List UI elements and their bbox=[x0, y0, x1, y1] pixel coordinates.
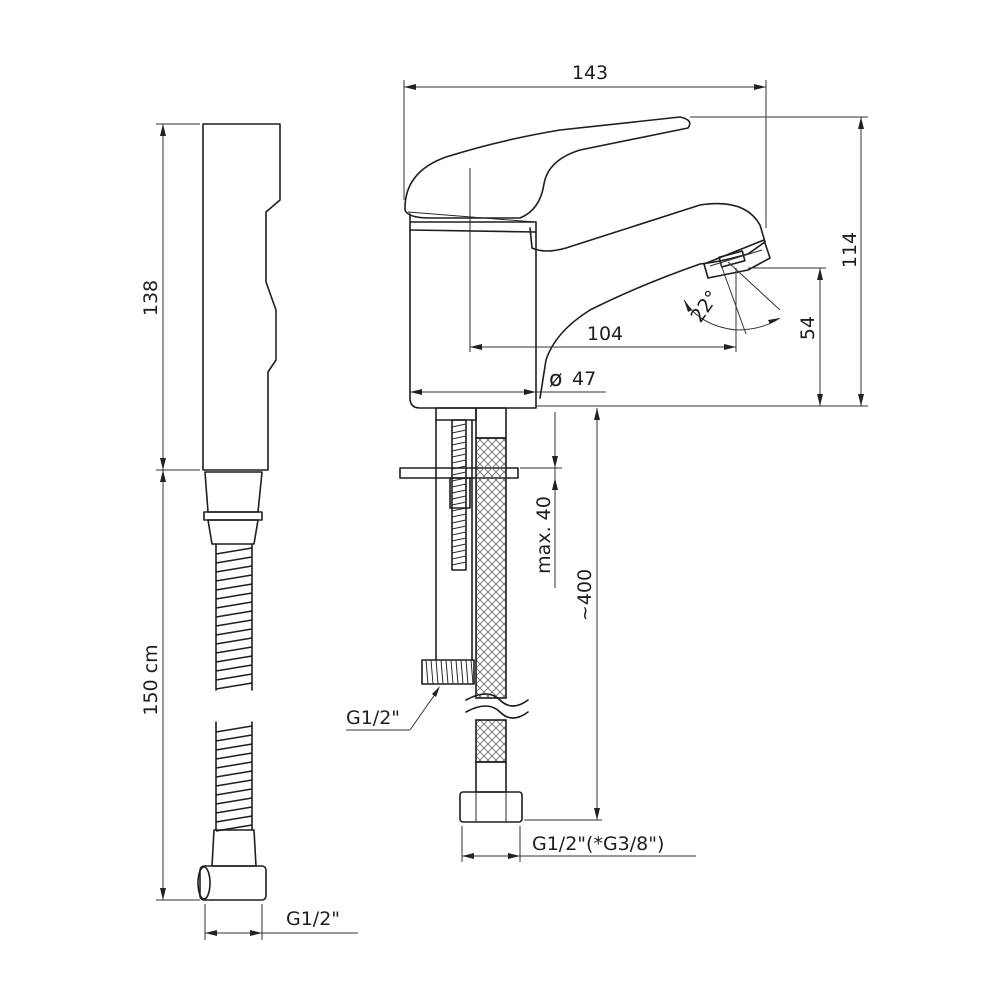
spout-angle-label: 22° bbox=[686, 286, 723, 326]
body-diameter-label: 47 bbox=[572, 368, 596, 390]
faucet-height-label: 114 bbox=[839, 232, 861, 268]
hose-length-faucet-label: ~400 bbox=[574, 569, 596, 621]
max-thickness-label: max. 40 bbox=[533, 496, 555, 574]
spout-reach-label: 104 bbox=[587, 323, 623, 345]
lower-hose-coil bbox=[215, 721, 253, 832]
faucet-width-label: 143 bbox=[572, 62, 608, 84]
faucet-body bbox=[399, 116, 771, 685]
braided-hose bbox=[459, 407, 529, 823]
shower-thread-label: G1/2" bbox=[286, 908, 340, 930]
upper-hose-coil bbox=[215, 543, 253, 691]
dimension-lines-shower bbox=[156, 123, 358, 940]
hose-thread-label: G1/2"(*G3/8") bbox=[532, 833, 664, 855]
shower-head bbox=[197, 123, 281, 901]
dimension-lines-faucet bbox=[346, 80, 868, 862]
hose-length-label: 150 cm bbox=[140, 644, 162, 715]
stud-thread-label: G1/2" bbox=[346, 707, 400, 729]
shower-length-label: 138 bbox=[140, 280, 162, 316]
spout-height-label: 54 bbox=[797, 316, 819, 340]
diameter-symbol: ø bbox=[549, 367, 562, 392]
